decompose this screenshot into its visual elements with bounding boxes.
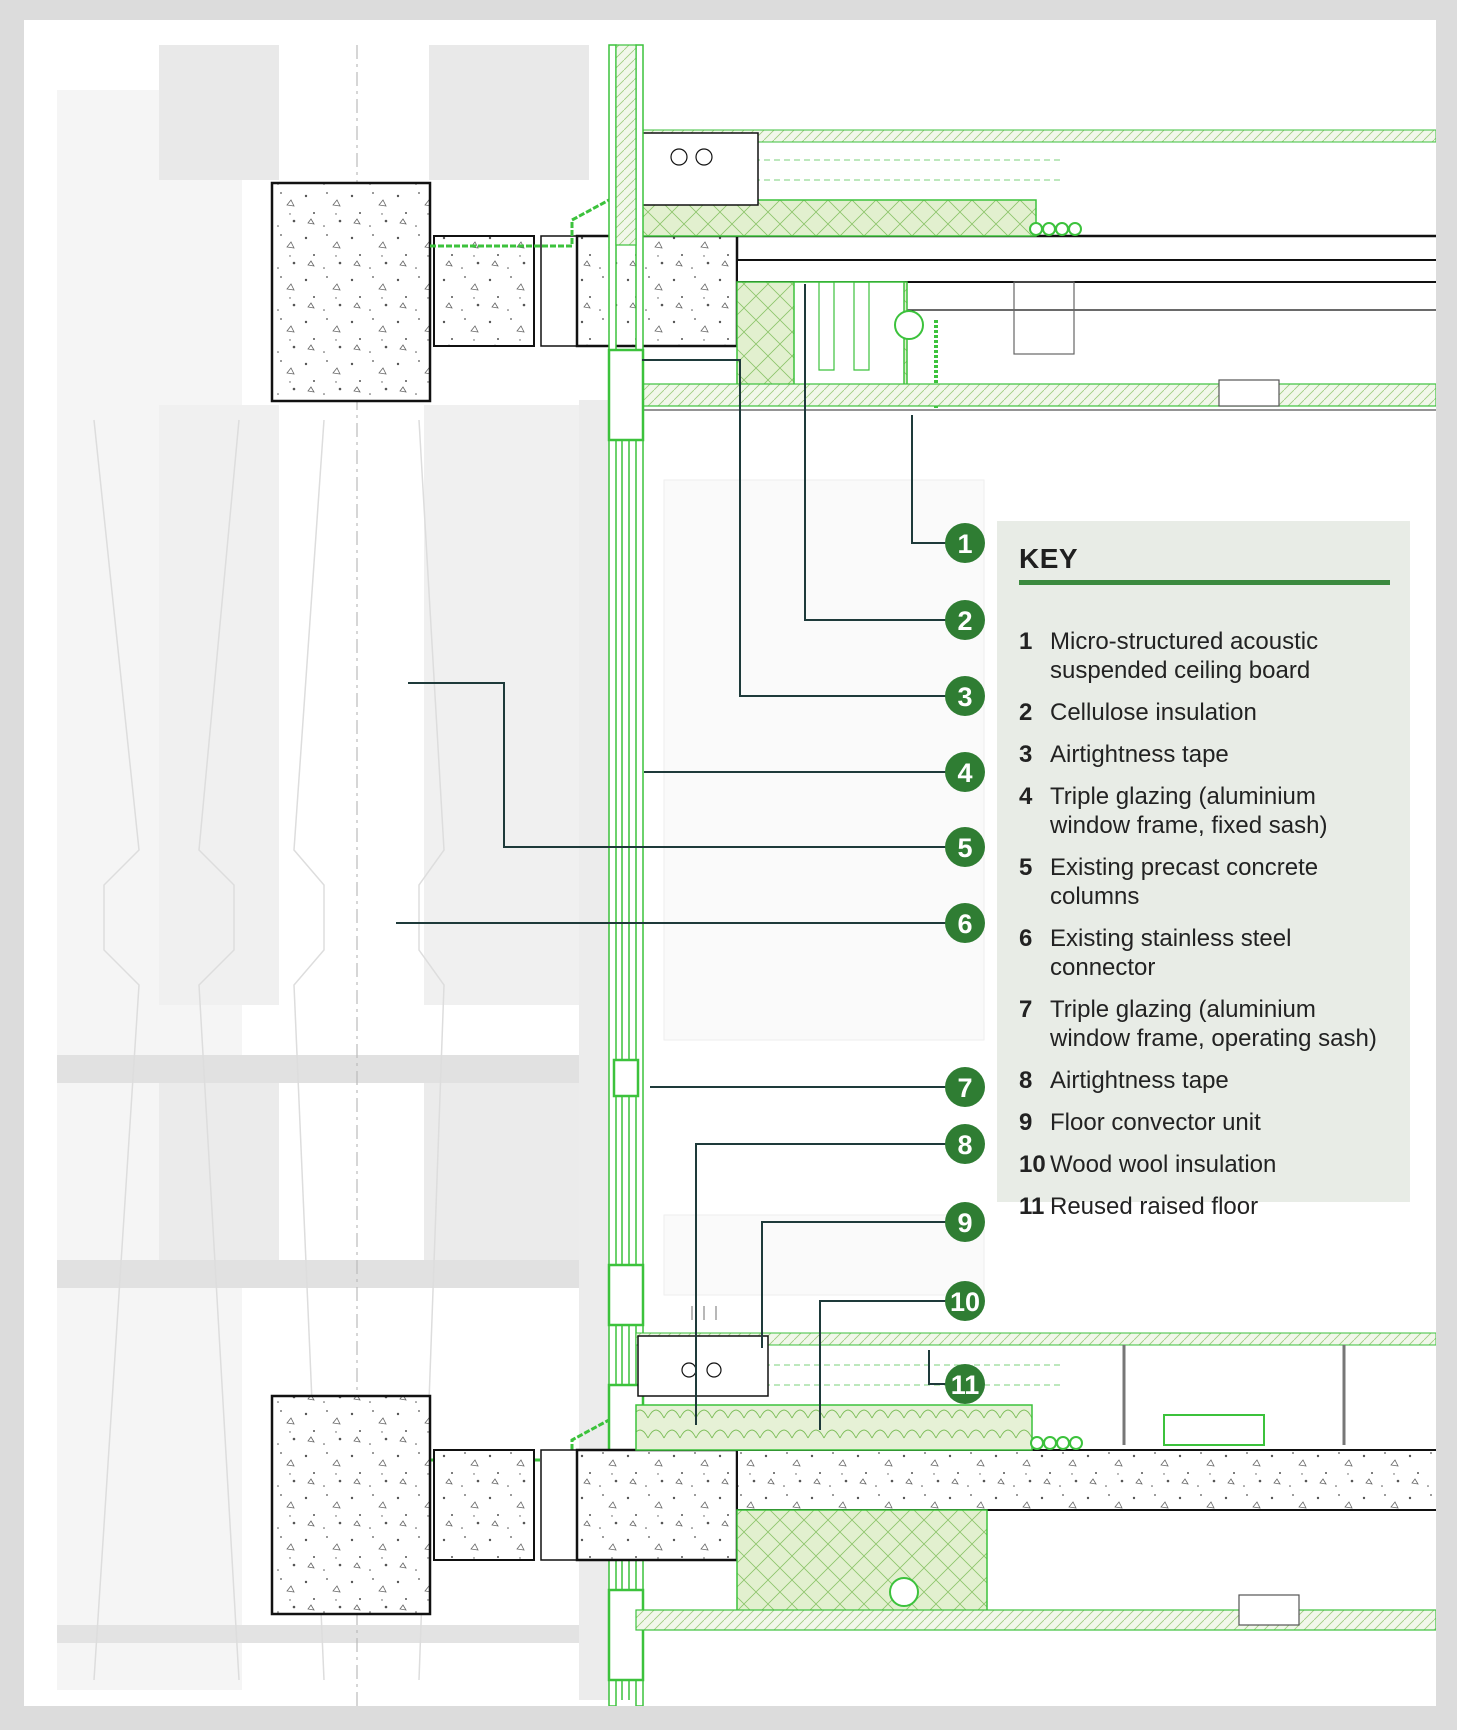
callout-number: 3 (957, 682, 972, 712)
key-panel: KEY 1 Micro-structured acoustic suspended… (997, 521, 1410, 1220)
callout-circle (945, 752, 985, 792)
callout-1: 1 (945, 523, 985, 563)
precast-column-upper (270, 181, 432, 403)
callout-markers: 1 2 3 4 5 6 7 8 9 10 11 (945, 523, 985, 1404)
callout-number: 8 (957, 1130, 972, 1160)
convector-upper (637, 132, 759, 206)
callout-3: 3 (945, 676, 985, 716)
key-item-label: Airtightness tape (1050, 1067, 1229, 1094)
section-drawing: 1 2 3 4 5 6 7 8 9 10 11 (57, 44, 1436, 1706)
key-item-number: 7 (1019, 996, 1033, 1023)
leader-line-8 (695, 1143, 946, 1425)
raised-floor (635, 1332, 1436, 1346)
key-item-number: 3 (1019, 741, 1033, 768)
key-item-number: 6 (1019, 925, 1033, 952)
callout-7: 7 (945, 1067, 985, 1107)
callout-number: 11 (951, 1370, 980, 1400)
callout-number: 9 (957, 1208, 972, 1238)
callout-circle (945, 903, 985, 943)
callout-number: 10 (950, 1287, 980, 1317)
key-item: 2 Cellulose insulation (1019, 698, 1399, 727)
key-item-label: Triple glazing (aluminium window frame, … (1050, 996, 1377, 1052)
floor-convector-unit (637, 1335, 769, 1397)
callout-number: 1 (957, 529, 972, 559)
key-item: 9 Floor convector unit (1019, 1108, 1399, 1137)
key-item: 1 Micro-structured acoustic suspended cei… (1019, 627, 1399, 685)
callout-circle (945, 600, 985, 640)
callout-circle (945, 827, 985, 867)
key-item-number: 5 (1019, 854, 1033, 881)
leader-line-5 (408, 682, 946, 848)
callout-4: 4 (945, 752, 985, 792)
key-item-number: 8 (1019, 1067, 1033, 1094)
wood-wool-insulation (635, 1404, 1033, 1451)
leader-line-10 (819, 1300, 946, 1430)
leader-line-9 (761, 1221, 946, 1348)
callout-8: 8 (945, 1124, 985, 1164)
key-item: 8 Airtightness tape (1019, 1066, 1399, 1095)
upper-floor-assembly (270, 129, 1436, 411)
background-elevation (57, 45, 985, 1706)
key-item-number: 4 (1019, 783, 1033, 810)
key-item-label: Floor convector unit (1050, 1109, 1261, 1136)
key-title-rule (1019, 580, 1390, 585)
callout-circle (945, 1281, 985, 1321)
precast-column-lower (270, 1394, 432, 1616)
suspended-ceiling-upper (635, 383, 1436, 407)
leader-line-2 (804, 284, 946, 621)
floor-insulation-upper (635, 199, 1037, 237)
callout-number: 7 (957, 1073, 972, 1103)
key-item-number: 11 (1019, 1193, 1045, 1220)
callout-number: 2 (957, 606, 972, 636)
leader-lines (396, 284, 946, 1430)
callout-9: 9 (945, 1202, 985, 1242)
key-item-label: Existing stainless steel connector (1050, 925, 1292, 981)
callout-number: 6 (957, 909, 972, 939)
key-item-label: Reused raised floor (1050, 1193, 1259, 1220)
key-item-number: 10 (1019, 1151, 1046, 1178)
key-item-label: Micro-structured acoustic suspended ceil… (1050, 628, 1319, 684)
key-item-label: Airtightness tape (1050, 741, 1229, 768)
callout-number: 4 (957, 758, 972, 788)
callout-circle (945, 1364, 985, 1404)
callout-circle (945, 676, 985, 716)
leader-line-3 (642, 359, 946, 697)
key-item-label: Cellulose insulation (1050, 699, 1257, 726)
concrete-slab-lower (575, 1448, 739, 1562)
callout-2: 2 (945, 600, 985, 640)
callout-circle (945, 1124, 985, 1164)
key-item: 6 Existing stainless steel connector (1019, 924, 1399, 982)
key-item-number: 1 (1019, 628, 1033, 655)
callout-6: 6 (945, 903, 985, 943)
key-item-number: 9 (1019, 1109, 1033, 1136)
key-item: 5 Existing precast concrete columns (1019, 853, 1399, 911)
key-item-label: Existing precast concrete columns (1050, 854, 1319, 910)
key-item: 3 Airtightness tape (1019, 740, 1399, 769)
callout-10: 10 (945, 1281, 985, 1321)
callout-circle (945, 523, 985, 563)
callout-number: 5 (957, 833, 972, 863)
lower-floor-assembly (270, 1306, 1436, 1631)
leader-line-1 (911, 415, 946, 544)
key-item-number: 2 (1019, 699, 1033, 726)
callout-circle (945, 1202, 985, 1242)
key-item-label: Triple glazing (aluminium window frame, … (1050, 783, 1328, 839)
key-item: 4 Triple glazing (aluminium window frame,… (1019, 782, 1399, 840)
leader-line-11 (928, 1350, 946, 1385)
key-title: KEY (1019, 543, 1079, 574)
key-item: 7 Triple glazing (aluminium window frame,… (1019, 995, 1399, 1053)
callout-5: 5 (945, 827, 985, 867)
key-list: 1 Micro-structured acoustic suspended cei… (1019, 627, 1399, 1234)
concrete-slab-upper (575, 234, 739, 348)
callout-circle (945, 1067, 985, 1107)
callout-11: 11 (945, 1364, 985, 1404)
key-item-label: Wood wool insulation (1050, 1151, 1277, 1178)
